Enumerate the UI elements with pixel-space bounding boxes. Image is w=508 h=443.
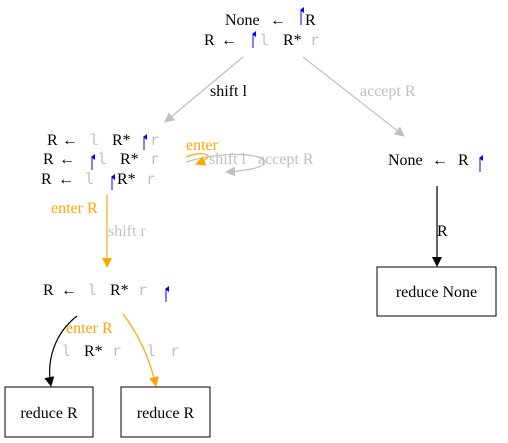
edge-label-r: R [437,223,448,240]
edge-label-shift-r: shift r [108,223,146,240]
start-line2-done: l [260,31,269,49]
lower-line1-lhs: R [43,282,54,299]
mid-line2-rest: R* [120,151,139,168]
start-line1-arrow: ← [270,12,286,29]
start-line2-rest: R* [283,32,302,49]
edge-shift-l [164,56,244,123]
mid-line1-lookahead: r [150,131,159,149]
reduce-r-right-label: reduce R [137,405,195,422]
mid-line1-arrow: ← [62,132,78,149]
reduce-r-left-label: reduce R [20,405,78,422]
reduce-r-left-box [4,386,94,438]
start-line1-lhs: None [225,12,260,29]
edge-loop-shift-accept [185,153,266,177]
accept-arrow: ← [432,152,448,169]
edge-label-enter-loop: enter [186,137,219,154]
edge-label-enter-r-mid: enter R [51,200,98,217]
lower-line1-lookahead: r [138,281,147,299]
lower-line2-lookahead: r [112,342,121,360]
mid-line3-done: l [85,170,94,188]
mid-state: R ← l R* r R ← l R* r R ← l R* r [41,131,159,190]
lower-line2-rest: R* [84,343,103,360]
edge-label-shift-l: shift l [210,83,247,100]
lower-line1-arrow: ← [61,282,77,299]
edge-label-enter-r-lower: enter R [66,320,113,337]
edge-reduce-r-left [44,315,78,387]
start-state: None ← R R ← l R* r [204,7,319,49]
edge-label-shift-loop: shift l [209,151,246,168]
mid-line1-lhs: R [47,132,58,149]
mid-line1-done: l [90,131,99,149]
mid-line2-lookahead: r [150,150,159,168]
edge-accept-r [302,56,405,137]
start-line2-lookahead: r [310,31,319,49]
edge-loop-enter [185,153,209,166]
reduce-none-label: reduce None [396,284,477,301]
mid-line2-lhs: R [43,151,54,168]
edge-label-accept-loop: accept R [258,151,314,168]
mid-line1-rest: R* [112,132,131,149]
reduce-r-right-box [120,386,211,438]
reduce-none-box [376,266,497,317]
mid-line2-arrow: ← [59,151,75,168]
start-line1-rhs: R [305,12,316,29]
mid-line3-lookahead: r [146,170,155,188]
mid-line3-lhs: R [41,171,52,188]
accept-state: None ← R [388,152,483,172]
mid-line3-arrow: ← [58,171,74,188]
mid-line3-rest: R* [117,171,136,188]
edge-enter-r-lower [122,313,159,387]
mid-line2-done: l [98,150,107,168]
lower-state: R ← l R* r l R* r l r [43,281,179,360]
start-line2-arrow: ← [221,32,237,49]
edge-label-accept-r: accept R [360,83,416,100]
lower-line2-extra-l: l [147,342,156,360]
accept-rhs: R [458,152,469,169]
start-line2-lhs: R [204,32,215,49]
lower-line2-done: l [62,342,71,360]
lower-line2-extra-r: r [170,342,179,360]
accept-lhs: None [388,152,423,169]
lower-line1-rest: R* [110,282,129,299]
lower-line1-done: l [88,281,97,299]
